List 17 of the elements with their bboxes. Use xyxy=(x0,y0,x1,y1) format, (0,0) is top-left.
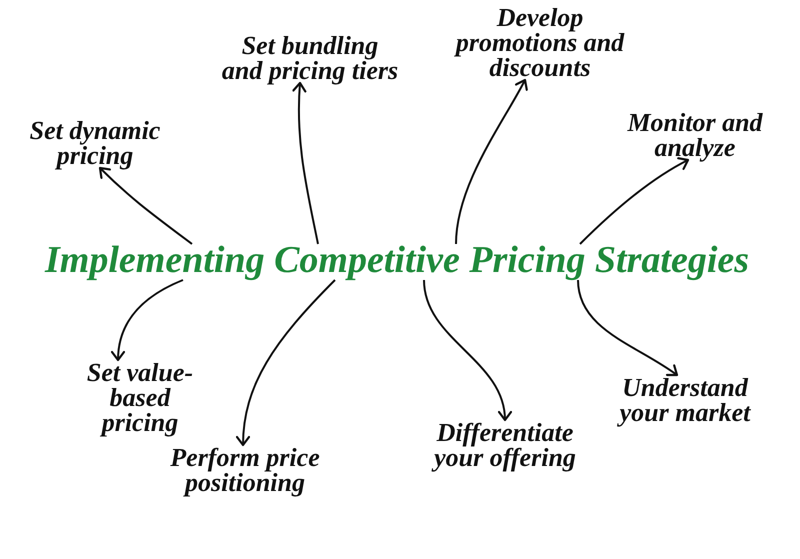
curved-arrow xyxy=(423,280,512,422)
curved-arrow xyxy=(579,157,690,245)
branch-text: Develop promotions and discounts xyxy=(450,5,630,80)
branch-text: Perform price positioning xyxy=(170,445,320,495)
title-text: Implementing Competitive Pricing Strategies xyxy=(45,238,750,282)
curved-arrow xyxy=(292,82,319,244)
branch-text: Monitor and analyze xyxy=(605,110,785,160)
curved-arrow xyxy=(236,279,336,446)
curved-arrow xyxy=(98,166,193,245)
branch-text: Set dynamic pricing xyxy=(10,118,180,168)
branch-text: Set value-based pricing xyxy=(80,360,200,435)
branch-text: Differentiate your offering xyxy=(410,420,600,470)
curved-arrow xyxy=(455,78,528,244)
curved-arrow xyxy=(111,279,184,362)
branch-text: Understand your market xyxy=(600,375,770,425)
branch-text: Set bundling and pricing tiers xyxy=(220,33,400,83)
curved-arrow xyxy=(577,280,678,376)
